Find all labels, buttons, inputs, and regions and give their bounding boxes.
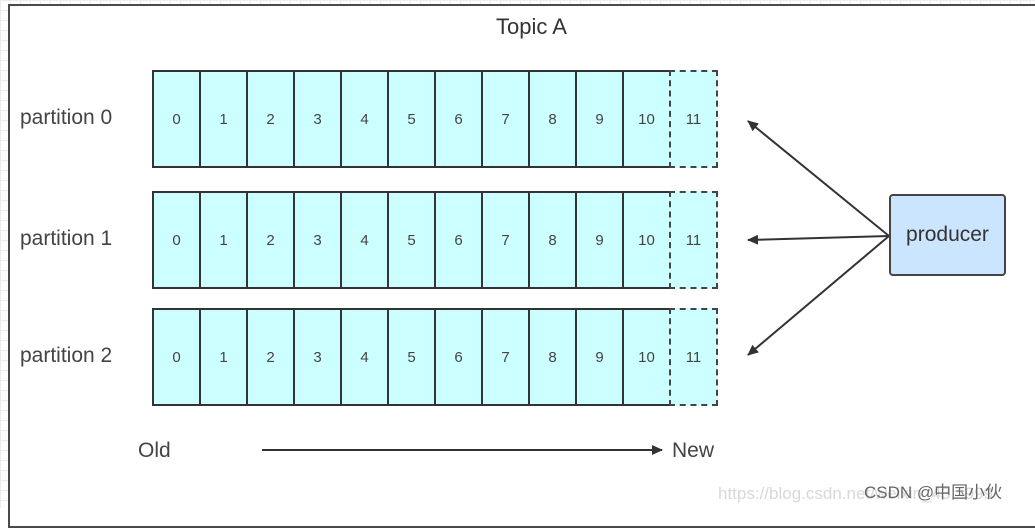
offset-cell: 0 [152, 70, 201, 168]
offset-cell: 9 [575, 70, 624, 168]
topic-title: Topic A [496, 14, 567, 39]
producer-to-partition-0-arrow [747, 120, 890, 237]
offset-cell: 2 [246, 191, 295, 289]
producer-label: producer [906, 223, 989, 246]
offset-cell: 4 [340, 191, 389, 289]
offset-cell: 7 [481, 70, 530, 168]
producer-box: producer [889, 194, 1006, 276]
offset-cell: 1 [199, 70, 248, 168]
next-offset-cell: 11 [669, 70, 718, 168]
partition-label: partition 1 [20, 227, 113, 250]
offset-cell: 5 [387, 308, 436, 406]
arrows-layer [262, 120, 890, 455]
producer-to-partition-2-arrow [747, 235, 890, 356]
old-label: Old [138, 439, 171, 462]
next-offset-cell: 11 [669, 191, 718, 289]
credit-text: CSDN @中国小伙 [864, 483, 1003, 502]
offset-cell: 4 [340, 70, 389, 168]
new-label: New [672, 439, 715, 462]
offset-cell: 6 [434, 191, 483, 289]
offset-cell: 0 [152, 308, 201, 406]
offset-cell: 3 [293, 191, 342, 289]
offset-cell: 9 [575, 191, 624, 289]
offset-cell: 5 [387, 191, 436, 289]
partition-label: partition 0 [20, 106, 113, 129]
offset-cell: 8 [528, 70, 577, 168]
offset-cell: 10 [622, 191, 671, 289]
offset-cell: 0 [152, 191, 201, 289]
offset-cell: 3 [293, 308, 342, 406]
offset-cell: 1 [199, 191, 248, 289]
offset-cell: 5 [387, 70, 436, 168]
partition-label: partition 2 [20, 344, 113, 367]
offset-cell: 6 [434, 308, 483, 406]
next-offset-cell: 11 [669, 308, 718, 406]
offset-cell: 3 [293, 70, 342, 168]
producer-to-partition-1-arrow [747, 234, 890, 245]
watermark-url: https://blog.csdn.net/weixin_43...999 [718, 484, 994, 503]
